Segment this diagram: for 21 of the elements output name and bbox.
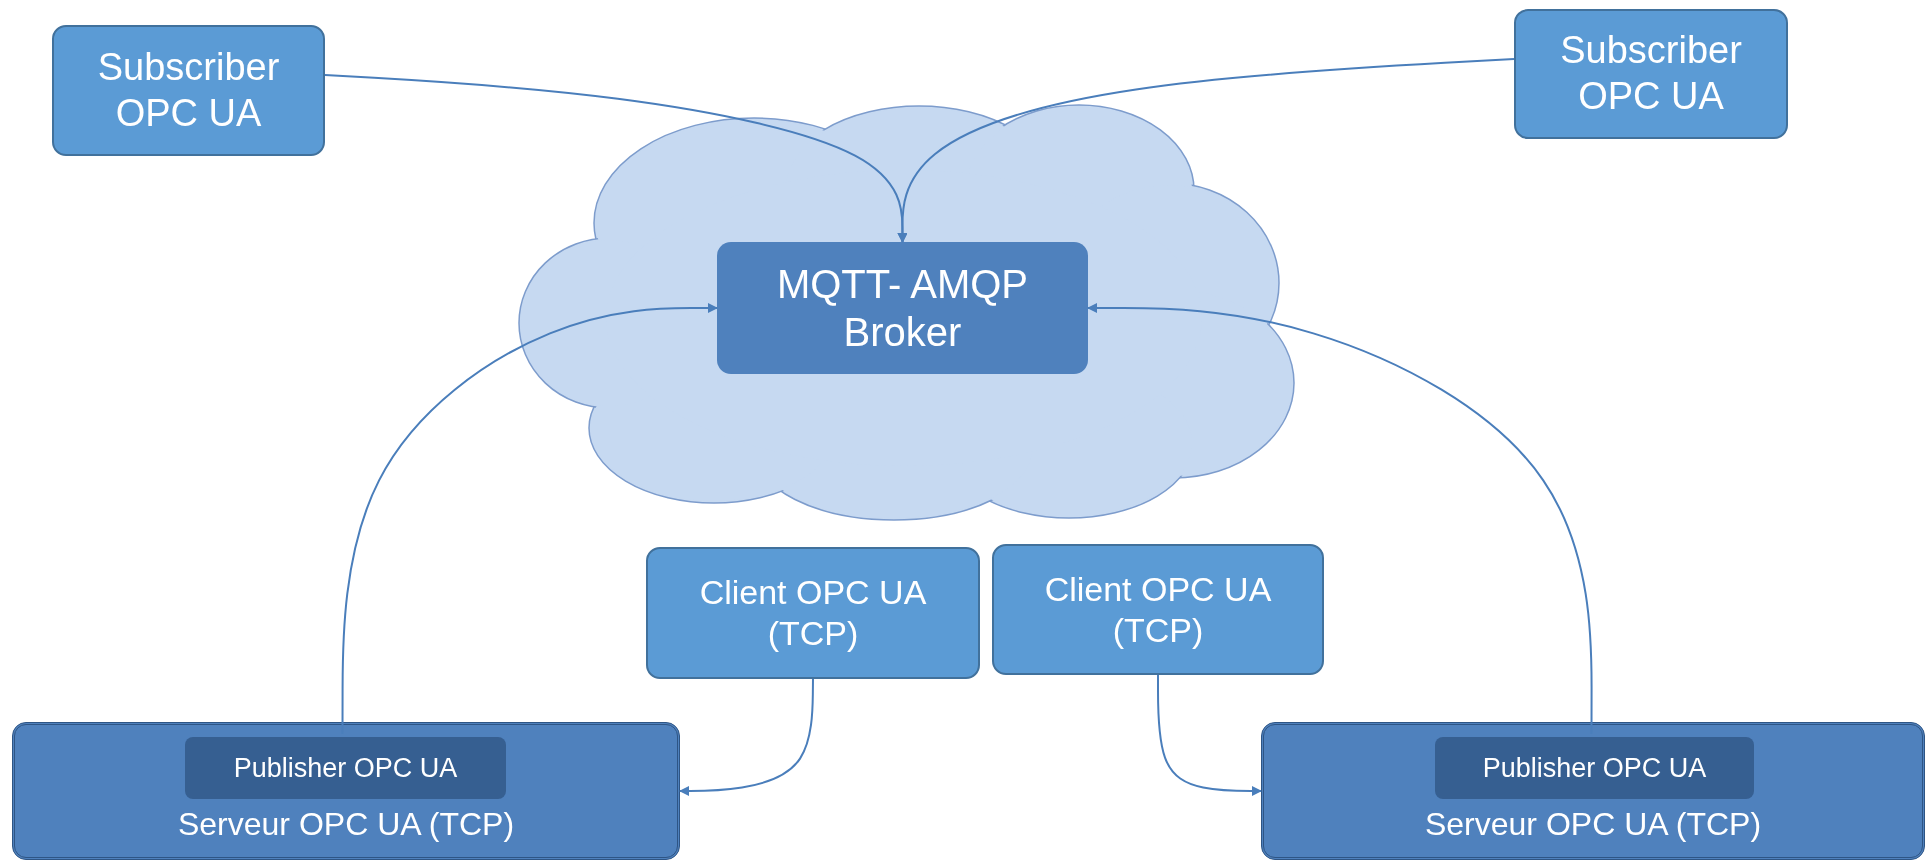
server-box: [12, 722, 680, 860]
subscriber-box: [52, 25, 325, 156]
arrow: [679, 678, 814, 796]
node-label: Subscriber OPC UA: [1559, 28, 1743, 119]
broker-box: [717, 242, 1088, 374]
node-label: Client OPC UA (TCP): [1043, 568, 1273, 651]
client-box: [992, 544, 1324, 675]
publisher-box: [1435, 737, 1754, 799]
node-label: Publisher OPC UA: [233, 751, 458, 785]
publisher-box: [185, 737, 506, 799]
server-label: Serveur OPC UA (TCP): [1423, 805, 1763, 844]
node-label: Subscriber OPC UA: [96, 44, 281, 136]
node-label: Publisher OPC UA: [1482, 751, 1707, 785]
node-label: Client OPC UA (TCP): [698, 572, 928, 654]
node-label: MQTT- AMQP Broker: [775, 261, 1030, 356]
server-label: Serveur OPC UA (TCP): [176, 805, 516, 844]
subscriber-box: [1514, 9, 1788, 139]
client-box: [646, 547, 980, 679]
server-box: [1261, 722, 1925, 860]
arrow: [897, 58, 1515, 243]
arrow: [1157, 674, 1262, 796]
